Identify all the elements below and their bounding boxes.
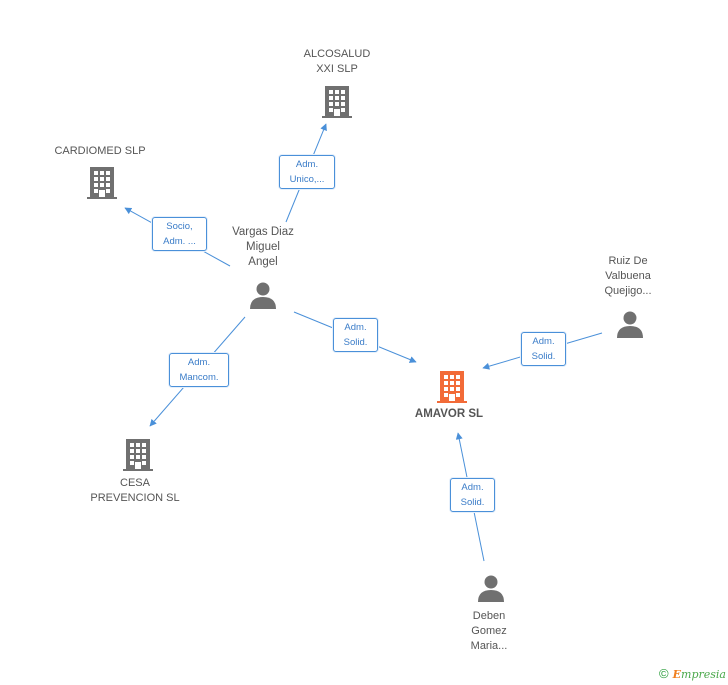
label-line: PREVENCION SL xyxy=(90,492,180,504)
label-line: ALCOSALUD xyxy=(303,48,371,60)
label-line: Adm. xyxy=(532,336,555,347)
edge-label-e6[interactable]: Adm. Solid. xyxy=(450,478,495,512)
building-icon-cesa[interactable] xyxy=(123,437,153,476)
edge-label-e1[interactable]: Adm. Unico,... xyxy=(279,155,335,189)
label-line: Adm. ... xyxy=(163,236,196,247)
node-label-vargas[interactable]: Vargas Diaz Miguel Angel xyxy=(218,225,308,270)
node-label-cesa[interactable]: CESA PREVENCION SL xyxy=(82,476,188,506)
person-icon-ruiz[interactable] xyxy=(616,310,644,343)
label-line: Adm. xyxy=(344,322,367,333)
footer-brand: ©Empresia xyxy=(659,666,726,681)
label-line: Socio, xyxy=(166,221,193,232)
label-line: Miguel xyxy=(246,241,280,253)
label-line: Maria... xyxy=(470,640,508,652)
node-label-alcosalud[interactable]: ALCOSALUD XXI SLP xyxy=(287,47,387,77)
label-line: CESA xyxy=(120,477,150,489)
label-line: Angel xyxy=(248,256,278,268)
node-label-ruiz[interactable]: Ruiz De Valbuena Quejigo... xyxy=(586,254,670,299)
label-line: Ruiz De xyxy=(608,255,648,267)
label-line: Deben xyxy=(472,610,506,622)
node-label-amavor[interactable]: AMAVOR SL xyxy=(402,407,496,422)
building-icon-cardiomed[interactable] xyxy=(87,165,117,204)
person-icon-vargas[interactable] xyxy=(249,281,277,314)
node-label-cardiomed[interactable]: CARDIOMED SLP xyxy=(48,144,152,159)
label-line: Mancom. xyxy=(179,372,219,383)
edge-label-e2[interactable]: Socio, Adm. ... xyxy=(152,217,207,251)
building-icon-alcosalud[interactable] xyxy=(322,84,352,123)
label-line: AMAVOR SL xyxy=(414,408,484,420)
label-line: Solid. xyxy=(531,351,556,362)
label-line: XXI SLP xyxy=(316,63,358,75)
label-line: Adm. xyxy=(461,482,484,493)
label-line: Quejigo... xyxy=(604,285,652,297)
label-line: Adm. xyxy=(187,357,211,368)
node-label-deben[interactable]: Deben Gomez Maria... xyxy=(450,609,528,654)
label-line: Gomez xyxy=(471,625,507,637)
person-icon-deben[interactable] xyxy=(477,574,505,607)
building-icon-amavor[interactable] xyxy=(437,369,467,408)
label-line: Solid. xyxy=(343,337,368,348)
label-line: Unico,... xyxy=(289,174,325,185)
copyright-icon: © xyxy=(659,666,669,681)
brand-name: mpresia xyxy=(681,668,726,681)
brand-initial: E xyxy=(672,668,682,681)
brand-logo: Empresia xyxy=(673,668,726,681)
label-line: CARDIOMED SLP xyxy=(54,145,146,157)
label-line: Vargas Diaz xyxy=(232,226,294,238)
label-line: Valbuena xyxy=(605,270,651,282)
label-line: Solid. xyxy=(460,497,485,508)
edge-label-e3[interactable]: Adm. Solid. xyxy=(333,318,378,352)
edge-label-e5[interactable]: Adm. Solid. xyxy=(521,332,566,366)
label-line: Adm. xyxy=(295,159,319,170)
edge-label-e4[interactable]: Adm. Mancom. xyxy=(169,353,229,387)
